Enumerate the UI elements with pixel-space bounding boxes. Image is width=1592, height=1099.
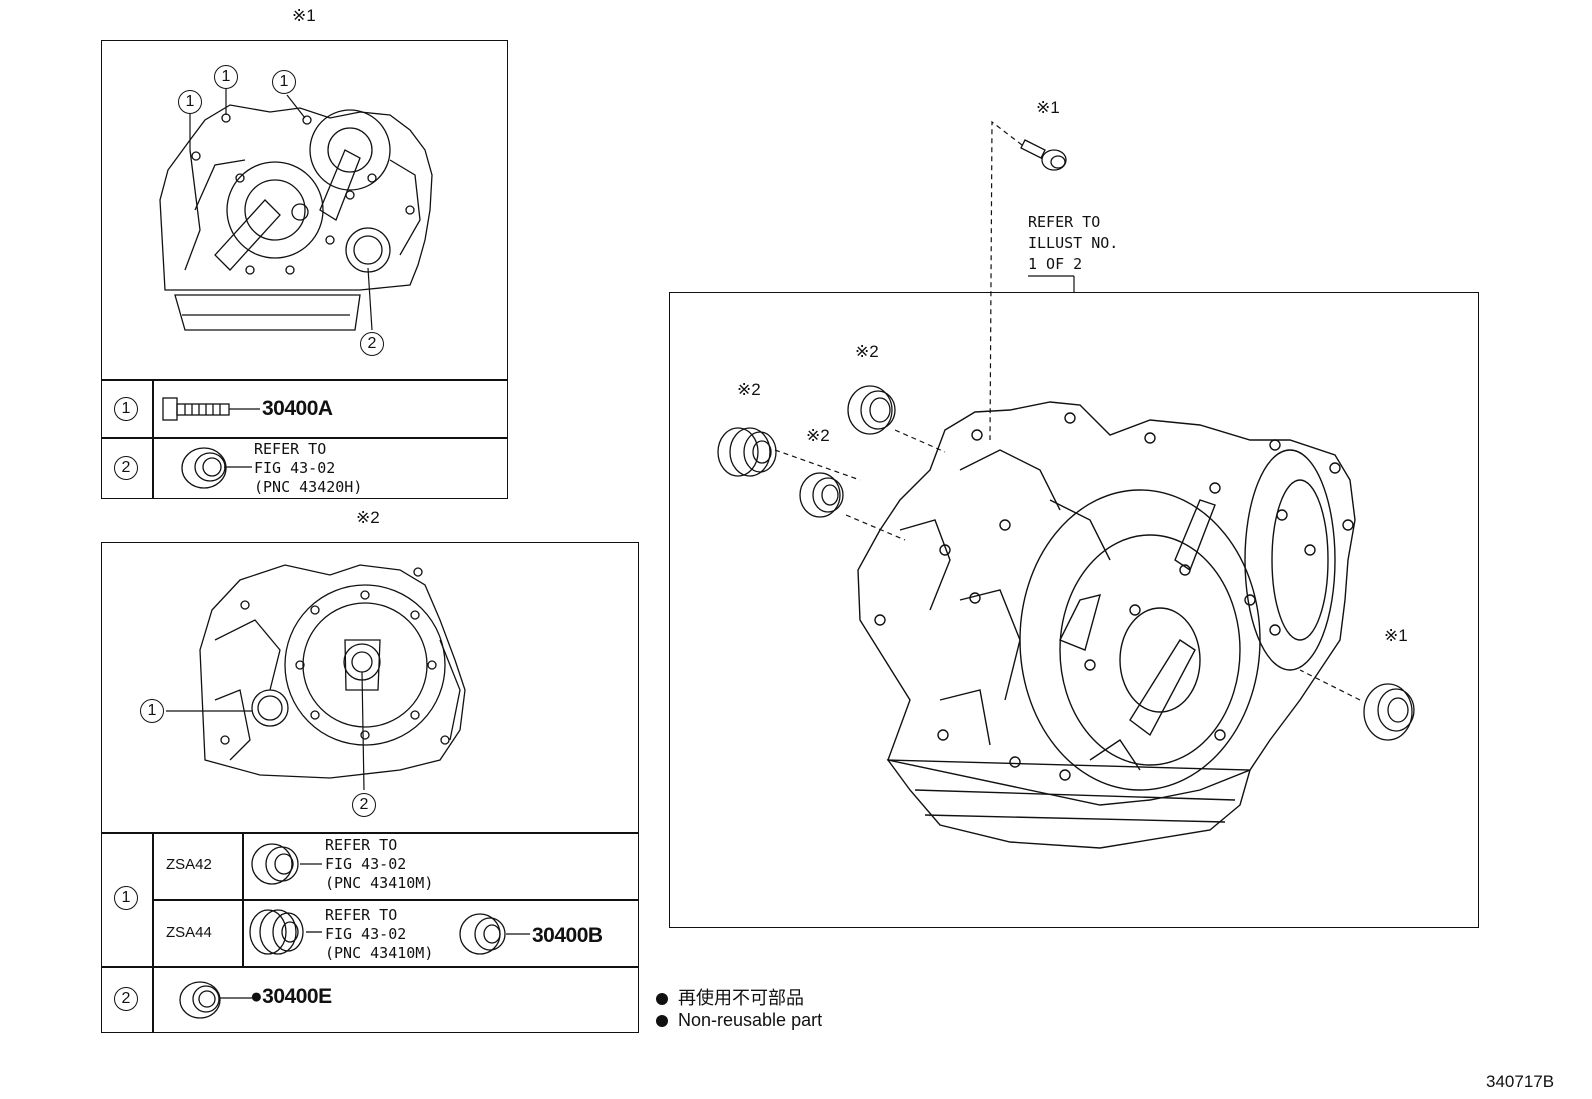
oil-seal-icon bbox=[249, 909, 322, 955]
diagram-id: 340717B bbox=[1486, 1072, 1555, 1091]
legend-en: Non-reusable part bbox=[656, 1010, 822, 1031]
legend-jp-text: 再使用不可部品 bbox=[678, 988, 804, 1008]
panel1-divider bbox=[101, 437, 508, 439]
refer-text-43410m: REFER TO FIG 43-02 (PNC 43410M) bbox=[325, 836, 434, 892]
panel2-col-divider bbox=[242, 832, 244, 967]
part-number-30400e: ●30400E bbox=[250, 985, 332, 1008]
panel1-frame bbox=[101, 40, 508, 499]
panel2-frame bbox=[101, 542, 639, 1033]
refer-illust-text: REFER TO ILLUST NO. 1 OF 2 bbox=[1028, 213, 1119, 273]
oil-seal-icon bbox=[179, 981, 252, 1019]
part-number-30400a: 30400A bbox=[262, 397, 333, 420]
panel2-note: ※2 bbox=[356, 508, 380, 527]
row-number-2: 2 bbox=[114, 456, 138, 480]
oil-seal-icon bbox=[717, 427, 777, 477]
panel1-divider bbox=[101, 379, 508, 381]
oil-seal-icon bbox=[799, 472, 844, 518]
row-number-1: 1 bbox=[114, 886, 138, 910]
bolt-icon bbox=[1020, 139, 1067, 171]
oil-seal-icon bbox=[181, 447, 252, 489]
callout-1: 1 bbox=[214, 65, 238, 89]
bullet-icon bbox=[656, 1015, 668, 1027]
note-seal: ※2 bbox=[855, 342, 879, 361]
panel2-col-divider bbox=[152, 832, 154, 1033]
panel2-divider bbox=[101, 966, 639, 968]
bullet-icon bbox=[656, 993, 668, 1005]
part-number-30400b: 30400B bbox=[532, 924, 603, 947]
main-frame bbox=[669, 292, 1479, 928]
callout-1: 1 bbox=[272, 70, 296, 94]
model-zsa42: ZSA42 bbox=[166, 856, 212, 873]
oil-seal-icon bbox=[459, 913, 530, 955]
panel2-divider bbox=[152, 899, 639, 901]
panel2-divider bbox=[101, 832, 639, 834]
model-zsa44: ZSA44 bbox=[166, 924, 212, 941]
legend-jp: 再使用不可部品 bbox=[656, 984, 804, 1010]
callout-2: 2 bbox=[352, 793, 376, 817]
oil-seal-icon bbox=[1363, 683, 1415, 741]
note-seal: ※2 bbox=[737, 380, 761, 399]
legend-en-text: Non-reusable part bbox=[678, 1010, 823, 1030]
refer-text-43420h: REFER TO FIG 43-02 (PNC 43420H) bbox=[254, 440, 363, 496]
row-number-2: 2 bbox=[114, 987, 138, 1011]
bolt-icon bbox=[162, 397, 260, 421]
note-seal: ※2 bbox=[806, 426, 830, 445]
row-number-1: 1 bbox=[114, 397, 138, 421]
note-bolt: ※1 bbox=[1036, 98, 1060, 117]
oil-seal-icon bbox=[251, 843, 322, 885]
note-seal-right: ※1 bbox=[1384, 626, 1408, 645]
panel1-note: ※1 bbox=[292, 6, 316, 25]
panel1-col-divider bbox=[152, 379, 154, 499]
callout-2: 2 bbox=[360, 332, 384, 356]
callout-1: 1 bbox=[140, 699, 164, 723]
callout-1: 1 bbox=[178, 90, 202, 114]
oil-seal-icon bbox=[847, 385, 896, 435]
refer-text-43410m: REFER TO FIG 43-02 (PNC 43410M) bbox=[325, 906, 434, 962]
